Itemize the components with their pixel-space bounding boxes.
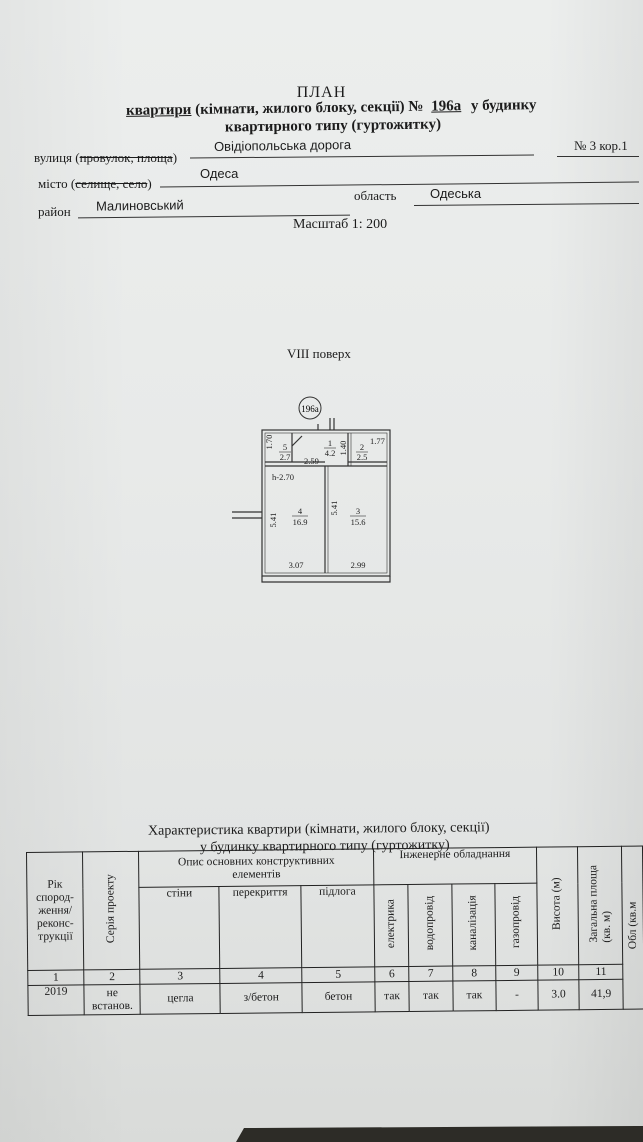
street-value: Овідіопольська дорога	[213, 137, 352, 154]
city-label-b: )	[147, 176, 152, 191]
room-4-area: 16.9	[293, 517, 308, 527]
header-structures: Опис основних конструктивних елементів	[138, 848, 374, 888]
header-electric: електрика	[373, 884, 409, 967]
document-title: ПЛАН	[296, 84, 347, 101]
header-floors-ceil: перекриття	[219, 885, 302, 969]
apartment-number: 196а	[431, 98, 462, 115]
floor-label: VIII поверх	[287, 346, 351, 361]
subtitle-suffix: у будинку	[470, 97, 537, 115]
room-4-number: 4	[298, 506, 303, 516]
header-water: водопровід	[407, 884, 453, 967]
cell-total-area: 41,9	[579, 979, 624, 1010]
region-value: Одеська	[430, 186, 482, 201]
header-year: Рік спород- ження/ реконс- трукції	[26, 851, 84, 971]
room-2-number: 2	[360, 442, 364, 452]
scale-label: Масштаб 1: 200	[293, 217, 388, 232]
dim-2-99: 2.99	[351, 560, 366, 570]
cell-floor: бетон	[301, 981, 376, 1013]
district-value: Малиновський	[95, 197, 184, 214]
dim-1-40: 1.40	[338, 441, 348, 456]
room-5-number: 5	[283, 442, 287, 452]
region-underline	[413, 203, 640, 206]
apartment-tag: 196а	[301, 404, 319, 414]
characteristics-table: Рік спород- ження/ реконс- трукції Серія…	[26, 846, 643, 1016]
floor-plan: 196а 5 2.7 1 4.2 2 2.5 4 16.9 3 15.6 h-2…	[232, 396, 391, 583]
city-value: Одеса	[200, 166, 239, 181]
header-height: Висота (м)	[536, 846, 579, 966]
street-label-b: )	[172, 150, 178, 165]
cell-gas: -	[496, 980, 538, 1011]
room-3-number: 3	[356, 506, 360, 516]
cell-height: 3.0	[537, 979, 580, 1011]
header-partial: Обл (кв.м	[621, 846, 643, 1010]
subtitle-prefix: квартири	[125, 101, 192, 119]
region-label: область	[354, 188, 397, 203]
district-label: район	[38, 204, 71, 219]
cell-floors-ceil: з/бетон	[220, 982, 303, 1014]
number-sign: №	[408, 98, 424, 115]
dim-5-41-left: 5.41	[268, 513, 278, 528]
header-sewer: каналізація	[451, 883, 496, 967]
cell-water: так	[408, 981, 453, 1012]
subtitle-middle: (кімнати, жилого блоку, секції)	[195, 98, 405, 118]
dim-1-70: 1.70	[264, 435, 274, 450]
header-engineering: Інженерне обладнання	[373, 847, 537, 885]
room-1-number: 1	[328, 438, 332, 448]
header-total-area: Загальна площа(кв. м)	[577, 846, 623, 965]
city-underline	[160, 181, 639, 188]
header-floor: підлога	[300, 884, 375, 968]
street-label-a: вулиця (	[34, 150, 80, 165]
header-series: Серія проекту	[82, 851, 141, 970]
dim-3-07: 3.07	[289, 560, 304, 570]
dim-5-41-mid: 5.41	[329, 501, 339, 516]
city-label-strike: селище, село	[75, 176, 148, 191]
header-walls: стіни	[139, 886, 221, 970]
header-gas: газопровід	[495, 883, 538, 966]
street-label-strike: провулок, площа	[79, 150, 173, 165]
room-2-area: 2.5	[357, 452, 368, 462]
city-label-a: місто (	[38, 176, 76, 191]
street-label: вулиця (провулок, площа)	[34, 150, 177, 166]
city-label: місто (селище, село)	[38, 176, 152, 192]
cell-electric: так	[374, 981, 410, 1012]
cell-sewer: так	[452, 980, 497, 1012]
building-value: № 3 кор.1	[574, 138, 628, 153]
room-1-area: 4.2	[325, 448, 336, 458]
dim-1-77: 1.77	[370, 436, 385, 446]
street-underline	[190, 154, 534, 159]
building-underline	[557, 156, 639, 157]
cell-year: 2019	[27, 984, 85, 1016]
room-5-area: 2.7	[280, 452, 291, 462]
dim-2-59: 2.59	[304, 456, 319, 466]
subtitle-line2: квартирного типу (гуртожитку)	[224, 116, 442, 136]
height-label: h-2.70	[272, 472, 294, 482]
cell-walls: цегла	[140, 983, 221, 1015]
room-3-area: 15.6	[351, 517, 366, 527]
